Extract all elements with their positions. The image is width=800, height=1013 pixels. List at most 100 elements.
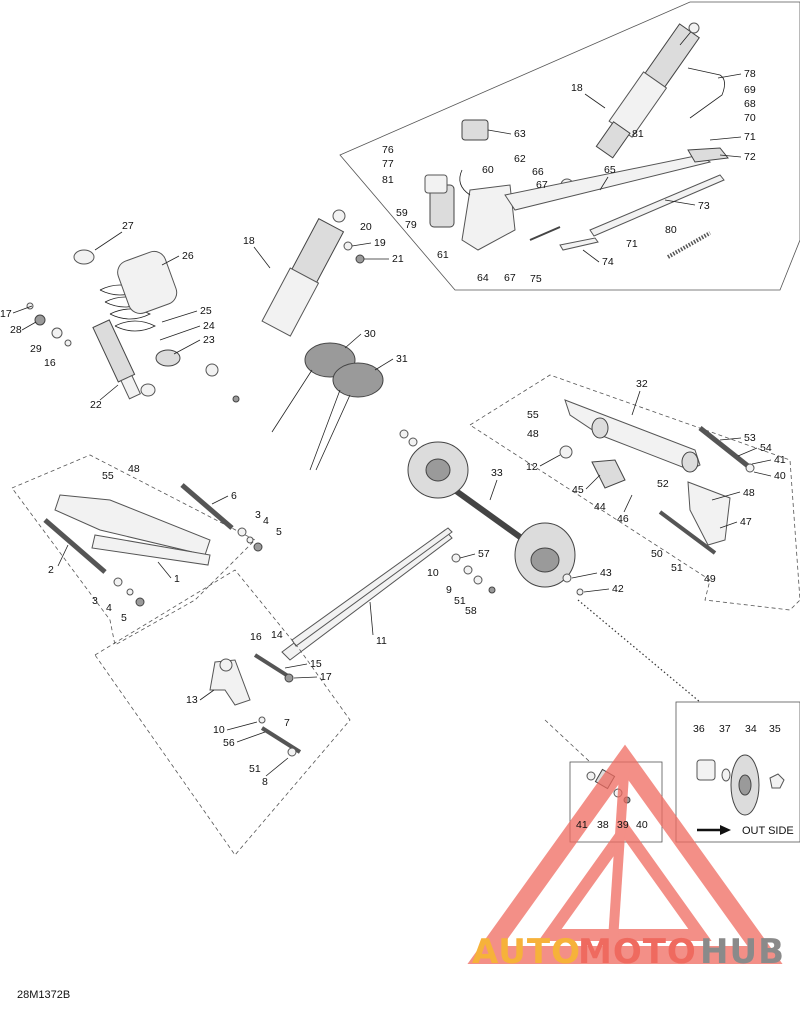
pivot-block bbox=[591, 459, 626, 489]
callout-47: 47 bbox=[740, 516, 752, 528]
callout-54: 54 bbox=[760, 442, 772, 454]
callout-75: 75 bbox=[530, 273, 542, 285]
remote-reservoir bbox=[424, 174, 455, 228]
front-arm-assembly bbox=[11, 454, 263, 646]
callout-6: 6 bbox=[231, 490, 237, 502]
callout-81-top: 81 bbox=[632, 128, 644, 140]
callout-73: 73 bbox=[698, 200, 710, 212]
callout-31: 31 bbox=[396, 353, 408, 365]
callout-26: 26 bbox=[182, 250, 194, 262]
callout-60: 60 bbox=[482, 164, 494, 176]
callout-68: 68 bbox=[744, 98, 756, 110]
callout-10-center: 10 bbox=[427, 567, 439, 579]
callout-51-right: 51 bbox=[671, 562, 683, 574]
out-side-arrow-icon bbox=[720, 825, 731, 835]
callout-71-mid: 71 bbox=[626, 238, 638, 250]
callout-48-right-top: 48 bbox=[527, 428, 539, 440]
callout-labels: 78 69 68 70 18 81 71 72 63 76 77 81 62 6… bbox=[0, 68, 786, 831]
callout-59: 59 bbox=[396, 207, 408, 219]
callout-5-right: 5 bbox=[276, 526, 282, 538]
callout-76: 76 bbox=[382, 144, 394, 156]
callout-29: 29 bbox=[30, 343, 42, 355]
callout-41-detail: 41 bbox=[576, 819, 588, 831]
shock-mount-bracket bbox=[687, 147, 729, 163]
callout-77: 77 bbox=[382, 158, 394, 170]
callout-39: 39 bbox=[617, 819, 629, 831]
callout-57: 57 bbox=[478, 548, 490, 560]
callout-15: 15 bbox=[310, 658, 322, 670]
callout-24: 24 bbox=[203, 320, 215, 332]
callout-22: 22 bbox=[90, 399, 102, 411]
callout-9: 9 bbox=[446, 584, 452, 596]
slider-plate bbox=[589, 174, 725, 237]
callout-62: 62 bbox=[514, 153, 526, 165]
callout-35: 35 bbox=[769, 723, 781, 735]
callout-13: 13 bbox=[186, 694, 198, 706]
wear-strip bbox=[559, 237, 599, 251]
callout-8: 8 bbox=[262, 776, 268, 788]
callout-38: 38 bbox=[597, 819, 609, 831]
callout-43: 43 bbox=[600, 567, 612, 579]
callout-49: 49 bbox=[704, 573, 716, 585]
wheel-detail-inset bbox=[675, 701, 800, 843]
callout-3-left: 3 bbox=[92, 595, 98, 607]
center-shock-absorber bbox=[205, 209, 365, 403]
callout-48-left: 48 bbox=[128, 463, 140, 475]
callout-64: 64 bbox=[477, 272, 489, 284]
callout-81-mid: 81 bbox=[382, 174, 394, 186]
callout-4-right: 4 bbox=[263, 515, 269, 527]
callout-21: 21 bbox=[392, 253, 404, 265]
callout-18-center: 18 bbox=[243, 235, 255, 247]
guide-pin bbox=[529, 226, 561, 241]
callout-61: 61 bbox=[437, 249, 449, 261]
slide-rail-long bbox=[281, 527, 453, 661]
compression-adjuster bbox=[461, 119, 489, 141]
front-shock-with-spring bbox=[26, 249, 181, 400]
callout-67-bot: 67 bbox=[504, 272, 516, 284]
callout-1: 1 bbox=[174, 573, 180, 585]
callout-14: 14 bbox=[271, 629, 283, 641]
reservoir-hose bbox=[687, 67, 725, 119]
callout-30: 30 bbox=[364, 328, 376, 340]
callout-67-top: 67 bbox=[536, 179, 548, 191]
reservoir-bracket bbox=[461, 184, 516, 251]
rear-arm-assembly bbox=[469, 374, 800, 611]
callout-23: 23 bbox=[203, 334, 215, 346]
callout-52: 52 bbox=[657, 478, 669, 490]
callout-55-left: 55 bbox=[102, 470, 114, 482]
spring-cover bbox=[117, 250, 178, 314]
callout-40-right: 40 bbox=[774, 470, 786, 482]
callout-78: 78 bbox=[744, 68, 756, 80]
callout-19: 19 bbox=[374, 237, 386, 249]
callout-4-left: 4 bbox=[106, 602, 112, 614]
callout-16-link: 16 bbox=[250, 631, 262, 643]
watermark-brand-hub: HUB bbox=[700, 932, 785, 972]
callout-11: 11 bbox=[376, 635, 387, 647]
callout-18-top: 18 bbox=[571, 82, 583, 94]
callout-44: 44 bbox=[594, 501, 606, 513]
callout-34: 34 bbox=[745, 723, 757, 735]
idler-axle-assembly bbox=[399, 429, 584, 596]
callout-51-link: 51 bbox=[249, 763, 261, 775]
watermark-brand-auto: AUTO bbox=[472, 932, 581, 972]
callout-69: 69 bbox=[744, 84, 756, 96]
callout-40-detail: 40 bbox=[636, 819, 648, 831]
callout-20: 20 bbox=[360, 221, 372, 233]
hose-clamp bbox=[459, 169, 471, 196]
callout-65: 65 bbox=[604, 164, 616, 176]
drawing-reference: 28M1372B bbox=[17, 989, 70, 1001]
callout-56: 56 bbox=[223, 737, 235, 749]
callout-51-center: 51 bbox=[454, 595, 466, 607]
callout-28: 28 bbox=[10, 324, 22, 336]
callout-53: 53 bbox=[744, 432, 756, 444]
callout-37: 37 bbox=[719, 723, 731, 735]
callout-10-link: 10 bbox=[213, 724, 225, 736]
callout-2: 2 bbox=[48, 564, 54, 576]
callout-74: 74 bbox=[602, 256, 614, 268]
callout-58: 58 bbox=[465, 605, 477, 617]
callout-16-left: 16 bbox=[44, 357, 56, 369]
torsion-springs bbox=[271, 342, 384, 471]
detail-leader bbox=[577, 599, 701, 703]
coil-rod bbox=[667, 231, 711, 259]
